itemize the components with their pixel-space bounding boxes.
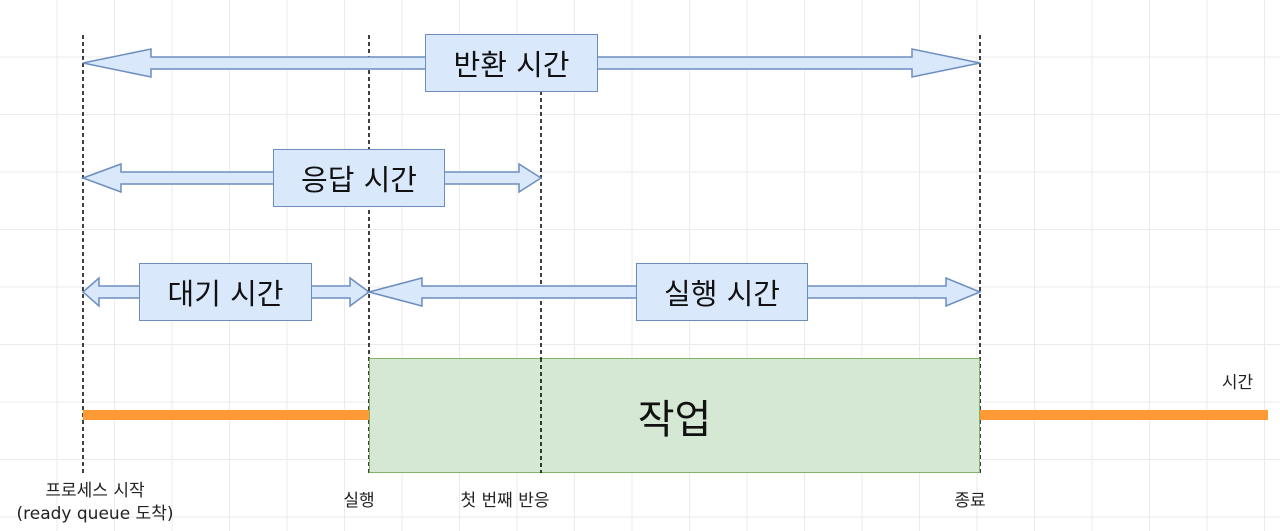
start-tick-label-line1: 프로세스 시작 [45,481,145,501]
exec-tick-label: 실행 [343,491,375,511]
start-tick-label-line2: (ready queue 도착) [16,504,174,524]
work-label: 작업 [637,396,712,443]
first-response-tick-label: 첫 번째 반응 [460,491,550,511]
axis-label: 시간 [1221,373,1254,393]
start-tick-label: 프로세스 시작 (ready queue 도착) [0,480,190,526]
waiting-label: 대기 시간 [139,263,312,321]
turnaround-label: 반환 시간 [425,34,598,92]
work-block [369,358,980,473]
response-label: 응답 시간 [273,149,445,207]
execution-label: 실행 시간 [636,263,808,321]
end-tick-label: 종료 [954,491,986,511]
